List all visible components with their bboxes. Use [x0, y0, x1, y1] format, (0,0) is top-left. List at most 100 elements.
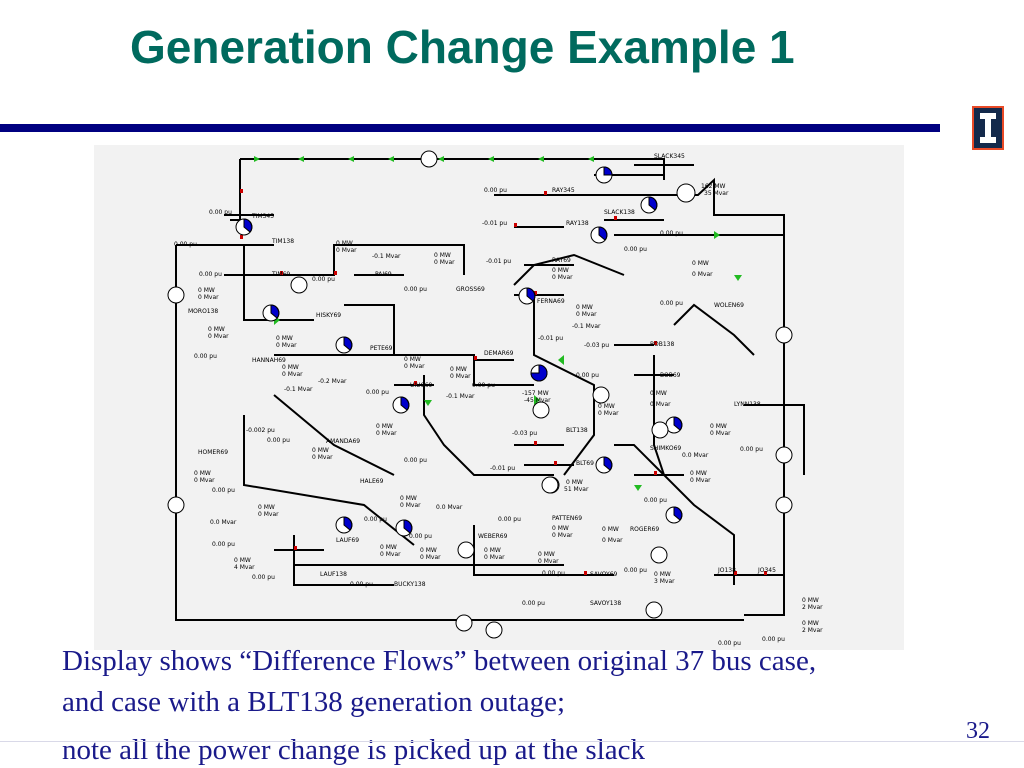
- svg-text:0 MW: 0 MW: [602, 526, 619, 533]
- svg-text:-0.01 pu: -0.01 pu: [538, 335, 563, 342]
- svg-text:HALE69: HALE69: [360, 478, 384, 485]
- svg-text:-0.1 Mvar: -0.1 Mvar: [446, 393, 475, 400]
- svg-text:0.00 pu: 0.00 pu: [350, 581, 373, 588]
- svg-text:0 MW: 0 MW: [282, 364, 299, 371]
- svg-text:RAY345: RAY345: [552, 187, 575, 194]
- svg-text:-157 MW: -157 MW: [522, 390, 549, 397]
- one-line-diagram: SLACK345 RAY345 SLACK138 RAY138 TIM345 T…: [94, 145, 904, 650]
- svg-text:0 Mvar: 0 Mvar: [336, 247, 357, 254]
- svg-text:0 MW: 0 MW: [376, 423, 393, 430]
- svg-text:0.00 pu: 0.00 pu: [404, 286, 427, 293]
- svg-text:FERNA69: FERNA69: [537, 298, 565, 305]
- svg-text:PAI69: PAI69: [375, 271, 392, 278]
- svg-text:-45 Mvar: -45 Mvar: [524, 397, 551, 404]
- svg-text:0 MW: 0 MW: [400, 495, 417, 502]
- svg-text:0 Mvar: 0 Mvar: [598, 410, 619, 417]
- svg-text:0 Mvar: 0 Mvar: [650, 401, 671, 408]
- svg-text:0 MW: 0 MW: [692, 260, 709, 267]
- svg-text:-0.1 Mvar: -0.1 Mvar: [284, 386, 313, 393]
- svg-text:TIM138: TIM138: [271, 238, 294, 245]
- svg-text:HOMER69: HOMER69: [198, 449, 228, 456]
- svg-text:0 MW: 0 MW: [276, 335, 293, 342]
- svg-text:2 Mvar: 2 Mvar: [802, 627, 823, 634]
- svg-text:0 MW: 0 MW: [336, 240, 353, 247]
- svg-text:0.00 pu: 0.00 pu: [484, 187, 507, 194]
- bus-labels: SLACK345 RAY345 SLACK138 RAY138 TIM345 T…: [188, 153, 776, 607]
- svg-text:0 Mvar: 0 Mvar: [282, 371, 303, 378]
- svg-text:0 MW: 0 MW: [450, 366, 467, 373]
- svg-text:0.00 pu: 0.00 pu: [762, 636, 785, 643]
- svg-text:0.0 Mvar: 0.0 Mvar: [682, 452, 709, 459]
- svg-text:0.00 pu: 0.00 pu: [660, 230, 683, 237]
- svg-text:0 MW: 0 MW: [420, 547, 437, 554]
- svg-text:-0.1 Mvar: -0.1 Mvar: [372, 253, 401, 260]
- svg-text:JO345: JO345: [757, 567, 776, 574]
- svg-text:BLT138: BLT138: [566, 427, 588, 434]
- svg-text:0 MW: 0 MW: [404, 356, 421, 363]
- svg-text:0 MW: 0 MW: [484, 547, 501, 554]
- svg-text:0.0 Mvar: 0.0 Mvar: [436, 504, 463, 511]
- svg-text:BUCKY138: BUCKY138: [394, 581, 426, 588]
- slide-title: Generation Change Example 1: [130, 21, 795, 73]
- caption-line-2: and case with a BLT138 generation outage…: [62, 686, 566, 718]
- svg-text:0 Mvar: 0 Mvar: [710, 430, 731, 437]
- svg-text:0 MW: 0 MW: [802, 620, 819, 627]
- svg-text:UIUC69: UIUC69: [410, 382, 433, 389]
- svg-text:0.00 pu: 0.00 pu: [366, 389, 389, 396]
- svg-text:0 MW: 0 MW: [208, 326, 225, 333]
- svg-text:LYNN138: LYNN138: [734, 401, 761, 408]
- svg-text:SLACK138: SLACK138: [604, 209, 635, 216]
- svg-text:0 MW: 0 MW: [234, 557, 251, 564]
- svg-text:0 Mvar: 0 Mvar: [602, 537, 623, 544]
- svg-text:0 Mvar: 0 Mvar: [376, 430, 397, 437]
- svg-text:0 Mvar: 0 Mvar: [576, 311, 597, 318]
- svg-text:LAUF138: LAUF138: [320, 571, 347, 578]
- svg-text:0 MW: 0 MW: [710, 423, 727, 430]
- svg-text:BOB138: BOB138: [650, 341, 674, 348]
- svg-text:-0.01 pu: -0.01 pu: [482, 220, 507, 227]
- svg-text:JO138: JO138: [717, 567, 736, 574]
- svg-text:0 MW: 0 MW: [380, 544, 397, 551]
- svg-text:MORO138: MORO138: [188, 308, 218, 315]
- svg-text:162 MW: 162 MW: [701, 183, 726, 190]
- svg-text:51 Mvar: 51 Mvar: [564, 486, 589, 493]
- svg-text:0.00 pu: 0.00 pu: [522, 600, 545, 607]
- svg-text:GROSS69: GROSS69: [456, 286, 485, 293]
- svg-text:TIM345: TIM345: [251, 213, 274, 220]
- svg-text:4 Mvar: 4 Mvar: [234, 564, 255, 571]
- svg-text:0 MW: 0 MW: [576, 304, 593, 311]
- svg-text:0 Mvar: 0 Mvar: [194, 477, 215, 484]
- svg-text:0 Mvar: 0 Mvar: [400, 502, 421, 509]
- svg-text:2 Mvar: 2 Mvar: [802, 604, 823, 611]
- svg-text:0 Mvar: 0 Mvar: [552, 532, 573, 539]
- svg-text:-0.03 pu: -0.03 pu: [584, 342, 609, 349]
- svg-text:-0.1 Mvar: -0.1 Mvar: [572, 323, 601, 330]
- svg-text:0.00 pu: 0.00 pu: [364, 516, 387, 523]
- svg-text:SLACK345: SLACK345: [654, 153, 685, 160]
- title-rule: [0, 124, 940, 132]
- svg-text:0.00 pu: 0.00 pu: [644, 497, 667, 504]
- svg-text:HANNAH69: HANNAH69: [252, 357, 286, 364]
- svg-text:DEMAR69: DEMAR69: [484, 350, 514, 357]
- svg-text:-0.01 pu: -0.01 pu: [486, 258, 511, 265]
- svg-text:0 MW: 0 MW: [312, 447, 329, 454]
- flow-pies: [167, 150, 793, 639]
- svg-text:-0.01 pu: -0.01 pu: [490, 465, 515, 472]
- svg-text:0 MW: 0 MW: [258, 504, 275, 511]
- svg-text:0 Mvar: 0 Mvar: [312, 454, 333, 461]
- svg-text:0 MW: 0 MW: [598, 403, 615, 410]
- svg-text:0 Mvar: 0 Mvar: [258, 511, 279, 518]
- page-number: 32: [966, 718, 990, 744]
- svg-text:0 Mvar: 0 Mvar: [692, 271, 713, 278]
- svg-text:0.0 Mvar: 0.0 Mvar: [210, 519, 237, 526]
- svg-text:PETE69: PETE69: [370, 345, 393, 352]
- svg-text:0 Mvar: 0 Mvar: [434, 259, 455, 266]
- svg-text:0.00 pu: 0.00 pu: [542, 570, 565, 577]
- svg-text:0 Mvar: 0 Mvar: [380, 551, 401, 558]
- svg-text:-0.03 pu: -0.03 pu: [512, 430, 537, 437]
- svg-text:0 MW: 0 MW: [198, 287, 215, 294]
- svg-text:0 Mvar: 0 Mvar: [450, 373, 471, 380]
- value-labels: 162 MW 35 Mvar 0.00 pu 0.00 pu 0.00 pu 0…: [174, 183, 823, 647]
- svg-text:0 Mvar: 0 Mvar: [208, 333, 229, 340]
- svg-text:0 Mvar: 0 Mvar: [420, 554, 441, 561]
